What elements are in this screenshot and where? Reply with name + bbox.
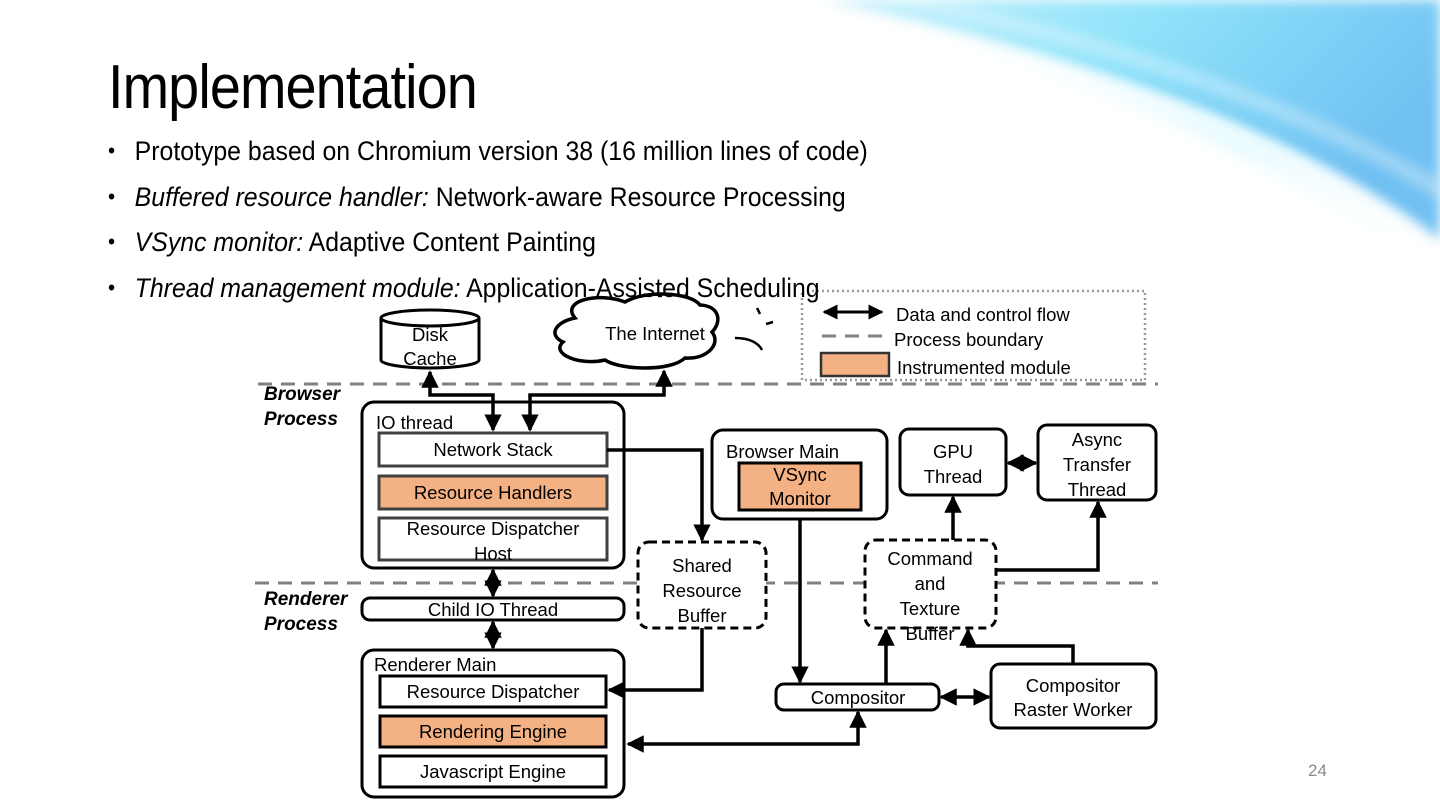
bullet-text: Network-aware Resource Processing: [428, 181, 846, 212]
node-label: Resource Dispatcher: [407, 518, 580, 539]
node-label: VSync: [773, 464, 826, 485]
legend-boundary-label: Process boundary: [894, 329, 1044, 350]
bullet-dot: •: [108, 183, 116, 209]
node-label: Resource: [662, 580, 741, 601]
renderer-process-label: Process: [264, 614, 338, 635]
group-label: IO thread: [376, 412, 453, 433]
node-label: Thread: [924, 466, 983, 487]
javascript-engine-node: [378, 754, 608, 789]
node-label: Resource Handlers: [414, 482, 572, 503]
vsync-monitor-node: [737, 461, 863, 512]
bullet-dot: •: [108, 138, 116, 163]
compositor-node: Compositor: [774, 682, 941, 712]
bullet-item: • Thread management module: Application-A…: [108, 270, 868, 316]
internet-node: The Internet: [553, 292, 774, 370]
disk-cache-node: Disk Cache: [379, 308, 481, 370]
bullet-text: Prototype based on Chromium version 38 (…: [134, 136, 868, 166]
arrow-network-shared-buffer: [607, 448, 711, 542]
node-label: Compositor: [811, 687, 906, 708]
bullet-text: Adaptive Content Painting: [303, 227, 596, 257]
node-label: Raster Worker: [1014, 699, 1133, 720]
node-label: and: [915, 573, 946, 594]
compositor-raster-worker-node: Compositor Raster Worker: [989, 662, 1158, 730]
legend-instrumented-swatch-icon: [819, 351, 891, 378]
legend-instrumented-label: Instrumented module: [897, 357, 1071, 378]
flow-arrows: [421, 369, 1107, 753]
node-label: Shared: [672, 555, 732, 576]
page-number: 24: [1308, 761, 1327, 780]
node-label: Transfer: [1063, 454, 1131, 475]
node-label: GPU: [933, 441, 973, 462]
node-label: Texture: [900, 598, 961, 619]
resource-handlers-node: [377, 474, 609, 511]
bullet-item: • Prototype based on Chromium version 38 …: [108, 133, 868, 179]
io-thread-group: IO thread Network Stack Resource Handler…: [360, 400, 626, 570]
node-label: Async: [1072, 429, 1122, 450]
bullet-emphasis: Buffered resource handler:: [134, 181, 429, 212]
node-label: Javascript Engine: [420, 761, 566, 782]
arrow-disk-network: [421, 370, 502, 432]
renderer-main-group: Renderer Main Resource Dispatcher Render…: [360, 648, 626, 799]
database-icon: [379, 308, 481, 328]
cloud-icon: [553, 292, 720, 370]
node-label: Child IO Thread: [428, 599, 558, 620]
bullet-list: • Prototype based on Chromium version 38 …: [108, 133, 934, 315]
bullet-item: • Buffered resource handler: Network-awar…: [108, 179, 868, 225]
node-label: Resource Dispatcher: [407, 681, 580, 702]
group-label: Renderer Main: [374, 654, 496, 675]
node-label: Buffer: [905, 623, 954, 644]
renderer-process-label: Renderer: [264, 589, 349, 610]
browser-main-group: Browser Main VSync Monitor: [710, 428, 889, 521]
node-label: Thread: [1068, 479, 1127, 500]
arrow-raster-command-buffer: [959, 628, 1075, 664]
async-transfer-thread-node: Async Transfer Thread: [1036, 423, 1158, 502]
node-label: Monitor: [769, 488, 831, 509]
arrow-shared-buffer-dispatcher: [607, 628, 704, 699]
browser-process-label: Browser: [264, 384, 342, 405]
bullet-dot: •: [108, 229, 116, 254]
child-io-thread-node: Child IO Thread: [360, 596, 626, 622]
rendering-engine-node: [378, 714, 608, 749]
node-label: Network Stack: [433, 439, 553, 460]
bullet-dot: •: [108, 274, 116, 300]
node-label: Buffer: [677, 605, 726, 626]
legend-flow-label: Data and control flow: [896, 304, 1070, 325]
gpu-thread-node: GPU Thread: [898, 427, 1008, 497]
resource-dispatcher-node: [378, 674, 608, 709]
node-label: Host: [474, 543, 512, 564]
slide-title: Implementation: [108, 53, 478, 122]
cloud-decoration: [734, 336, 764, 351]
arrow-internet-network: [521, 369, 673, 432]
node-label: The Internet: [605, 323, 705, 344]
command-texture-buffer-node: Command and Texture Buffer: [863, 538, 998, 644]
legend: Data and control flow Process boundary I…: [800, 289, 1147, 382]
node-label: Compositor: [1026, 675, 1121, 696]
bullet-emphasis: Thread management module:: [134, 272, 461, 303]
node-label: Cache: [403, 348, 456, 369]
arrow-command-async: [996, 500, 1107, 572]
node-label: Command: [887, 548, 972, 569]
bullet-item: • VSync monitor: Adaptive Content Paintin…: [108, 224, 868, 270]
resource-dispatcher-host-node: [377, 516, 609, 562]
node-label: Rendering Engine: [419, 721, 567, 742]
arrow-compositor-renderer: [626, 710, 867, 753]
group-label: Browser Main: [726, 441, 839, 462]
bullet-text: Application-Assisted Scheduling: [460, 272, 820, 303]
node-label: Disk: [412, 324, 449, 345]
network-stack-node: [377, 431, 609, 468]
shared-resource-buffer-node: Shared Resource Buffer: [636, 540, 768, 630]
bullet-emphasis: VSync monitor:: [134, 227, 304, 257]
browser-process-label: Process: [264, 409, 338, 430]
